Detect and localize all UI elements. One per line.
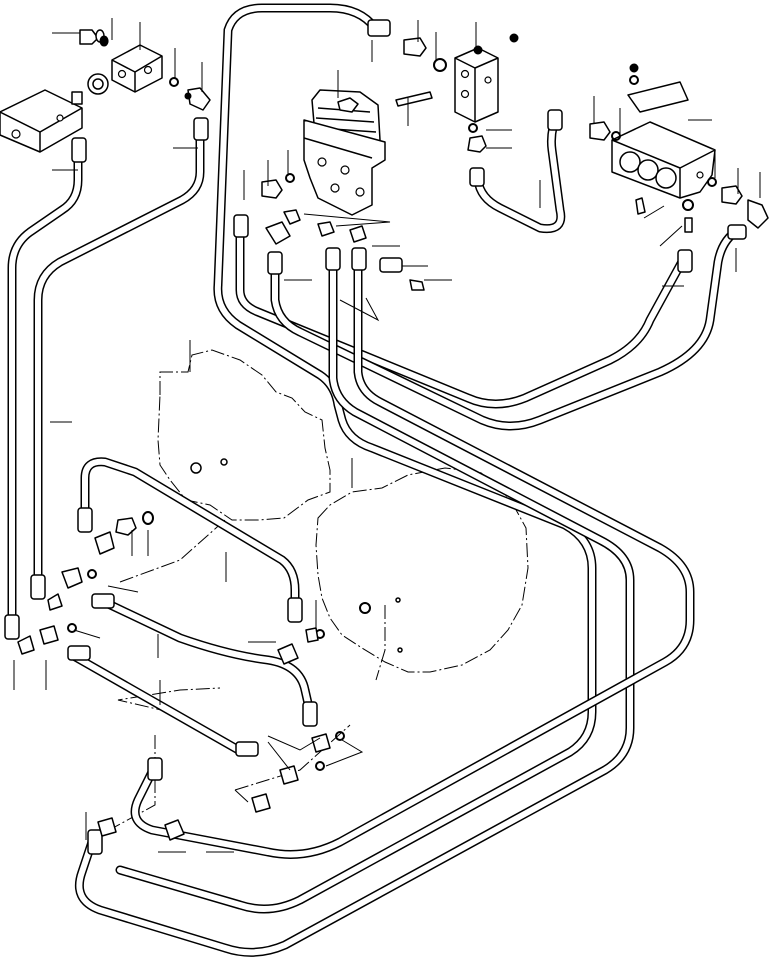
hose-fittings bbox=[4, 19, 747, 855]
hose-top-right-loop bbox=[473, 115, 566, 234]
hose-left-outer-long bbox=[7, 140, 83, 630]
hose-left-inner-long bbox=[33, 120, 205, 593]
port-block-top-right bbox=[454, 45, 499, 123]
callout-leader bbox=[643, 205, 665, 219]
callout-leaders bbox=[13, 18, 761, 853]
control-valve-center bbox=[303, 89, 386, 216]
callout-leader bbox=[267, 735, 321, 751]
components bbox=[0, 19, 769, 855]
callout-leader bbox=[107, 585, 139, 593]
hose-center-right-loop-2 bbox=[270, 225, 743, 431]
callout-leader bbox=[234, 789, 249, 803]
hose-routes bbox=[7, 3, 743, 957]
callout-leader bbox=[339, 297, 380, 322]
phantom-outlines bbox=[99, 349, 529, 836]
small-block-upper-left bbox=[79, 29, 211, 111]
phantom-lower-transmission bbox=[315, 467, 529, 673]
hose-center-right-loop-1 bbox=[235, 220, 689, 409]
valve-block-upper-left bbox=[0, 89, 83, 153]
phantom-centerline-5 bbox=[375, 605, 386, 681]
callout-leader bbox=[267, 741, 291, 771]
phantom-centerline-4 bbox=[234, 724, 351, 791]
solenoid-valve-right bbox=[611, 81, 716, 199]
callout-leader bbox=[303, 213, 391, 227]
callout-leader bbox=[659, 225, 683, 247]
hose-mid-left-loop bbox=[80, 457, 300, 610]
callout-leader bbox=[73, 629, 101, 639]
phantom-centerline-3 bbox=[119, 519, 226, 583]
callout-leader bbox=[325, 739, 364, 767]
small-fittings bbox=[17, 33, 769, 841]
phantom-upper-transmission bbox=[157, 349, 331, 521]
